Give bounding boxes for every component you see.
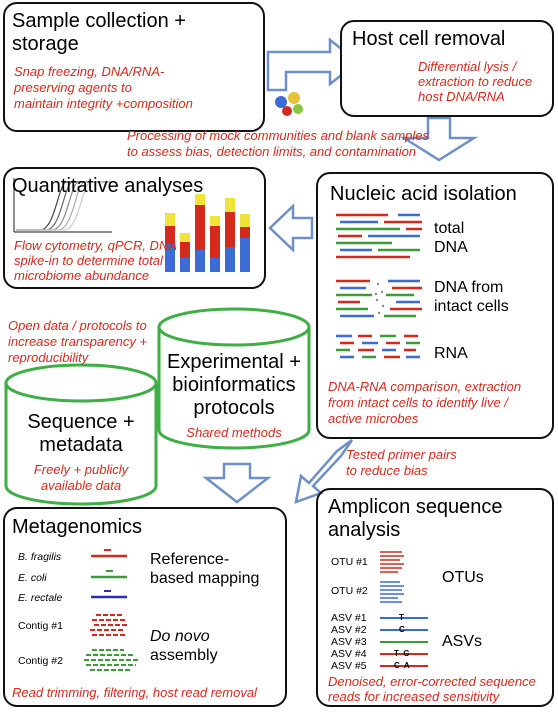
contig-2-label: Contig #2 xyxy=(18,655,63,667)
arrow-to-host-removal xyxy=(266,37,361,92)
nucleic-desc-line3: active microbes xyxy=(328,411,419,426)
sample-title-line2: storage xyxy=(12,33,79,55)
arrow-to-metagenomics xyxy=(202,462,272,504)
asv-3-label: ASV #3 xyxy=(331,636,367,648)
species-e-coli: E. coli xyxy=(18,572,47,584)
amplicon-desc-line2: reads for increased sensitivity xyxy=(328,689,500,704)
host-desc-line2: extraction to reduce xyxy=(418,74,533,89)
host-desc-line1: Differential lysis / xyxy=(418,59,517,74)
sample-desc-line1: Snap freezing, DNA/RNA- xyxy=(14,64,165,79)
total-dna-label-line1: total xyxy=(434,220,465,237)
nucleic-title: Nucleic acid isolation xyxy=(330,183,517,205)
protocols-sub: Shared methods xyxy=(186,425,282,440)
rna-label: RNA xyxy=(434,345,468,362)
asv-lines xyxy=(380,617,428,667)
sample-desc-line2: preserving agents to xyxy=(14,80,132,95)
nucleic-desc-line1: DNA-RNA comparison, extraction xyxy=(328,379,522,394)
asv-5-snp: C A xyxy=(394,661,410,670)
arrow-to-amplicon xyxy=(294,438,354,504)
quant-desc-line1: Flow cytometry, qPCR, DNA xyxy=(14,238,178,253)
novo-label-line1: Do novo xyxy=(150,628,210,645)
species-b-fragilis: B. fragilis xyxy=(18,551,62,563)
sequence-cylinder xyxy=(4,363,158,506)
otus-label: OTUs xyxy=(442,569,484,586)
contig-1-reads xyxy=(90,614,128,636)
arrow-to-quantitative xyxy=(268,203,314,253)
host-desc-line3: host DNA/RNA xyxy=(418,89,505,104)
amplicon-box xyxy=(316,488,554,707)
amplicon-title-line1: Amplicon sequence xyxy=(328,496,503,518)
protocols-cylinder xyxy=(157,307,311,450)
species-e-rectale: E. rectale xyxy=(18,592,63,604)
quant-desc-line3: microbiome abundance xyxy=(14,268,150,283)
intact-dna-dots xyxy=(374,282,385,315)
quant-title: Quantitative analyses xyxy=(12,175,204,197)
metagenomics-box xyxy=(3,507,287,707)
sample-title-line1: Sample collection + xyxy=(12,10,186,32)
otu-1-label: OTU #1 xyxy=(331,556,368,568)
sequence-sub-line2: available data xyxy=(40,478,122,493)
total-dna-label-line2: DNA xyxy=(434,239,468,256)
contig-1-label: Contig #1 xyxy=(18,620,63,632)
amplicon-title-line2: analysis xyxy=(328,519,401,541)
sample-collection-box xyxy=(3,2,265,132)
total-dna-strands xyxy=(336,213,422,259)
intact-dna-label-line2: intact cells xyxy=(434,298,509,315)
sequence-line2: metadata xyxy=(39,434,123,456)
novo-label-line2: assembly xyxy=(150,647,218,664)
otu-2-reads xyxy=(380,581,404,603)
asv-2-label: ASV #2 xyxy=(331,624,367,636)
contig-2-reads xyxy=(84,649,138,671)
asv-2-snp: C xyxy=(399,625,405,634)
quantitative-box xyxy=(3,167,266,289)
nucleic-desc-line2: from intact cells to identify live / xyxy=(328,395,508,410)
asv-4-snp: T G xyxy=(394,649,410,658)
qpcr-curves-icon xyxy=(13,178,112,233)
asv-1-snp: T xyxy=(399,613,404,622)
sample-desc-line3: maintain integrity +composition xyxy=(14,96,193,111)
reference-mapping-lines xyxy=(91,549,127,599)
open-data-line2: increase transparency + xyxy=(8,334,148,349)
protocols-line3: protocols xyxy=(193,397,275,419)
protocols-line2: bioinformatics xyxy=(172,374,296,396)
microbes-icon xyxy=(275,92,303,116)
intact-dna-label-line1: DNA from xyxy=(434,279,504,296)
processing-note-line2: to assess bias, detection limits, and co… xyxy=(127,144,417,159)
meta-desc: Read trimming, filtering, host read remo… xyxy=(12,685,257,700)
rna-strands xyxy=(336,334,420,359)
primer-note-line1: Tested primer pairs xyxy=(346,447,457,462)
open-data-line3: reproducibility xyxy=(8,350,89,365)
arrow-to-nucleic-acid xyxy=(399,116,479,162)
otu-1-reads xyxy=(380,551,404,573)
processing-note-line1: Processing of mock communities and blank… xyxy=(127,128,430,143)
asv-1-label: ASV #1 xyxy=(331,612,367,624)
sequence-line1: Sequence + xyxy=(27,411,135,433)
reference-label-line1: Reference- xyxy=(150,551,230,568)
host-title: Host cell removal xyxy=(352,28,506,50)
quant-desc-line2: spike-in to determine total xyxy=(14,253,163,268)
protocols-line1: Experimental + xyxy=(167,351,301,373)
nucleic-acid-box xyxy=(316,172,554,439)
amplicon-desc-line1: Denoised, error-corrected sequence xyxy=(328,674,536,689)
sequence-sub-line1: Freely + publicly xyxy=(33,462,129,477)
primer-note-line2: to reduce bias xyxy=(346,463,428,478)
abundance-bars-icon xyxy=(165,194,250,272)
asvs-label: ASVs xyxy=(442,633,483,650)
asv-4-label: ASV #4 xyxy=(331,648,367,660)
host-removal-box xyxy=(340,20,554,117)
otu-2-label: OTU #2 xyxy=(331,585,368,597)
reference-label-line2: based mapping xyxy=(150,570,260,587)
meta-title: Metagenomics xyxy=(12,516,143,538)
open-data-line1: Open data / protocols to xyxy=(8,318,147,333)
asv-5-label: ASV #5 xyxy=(331,660,367,672)
intact-dna-strands xyxy=(336,279,422,318)
